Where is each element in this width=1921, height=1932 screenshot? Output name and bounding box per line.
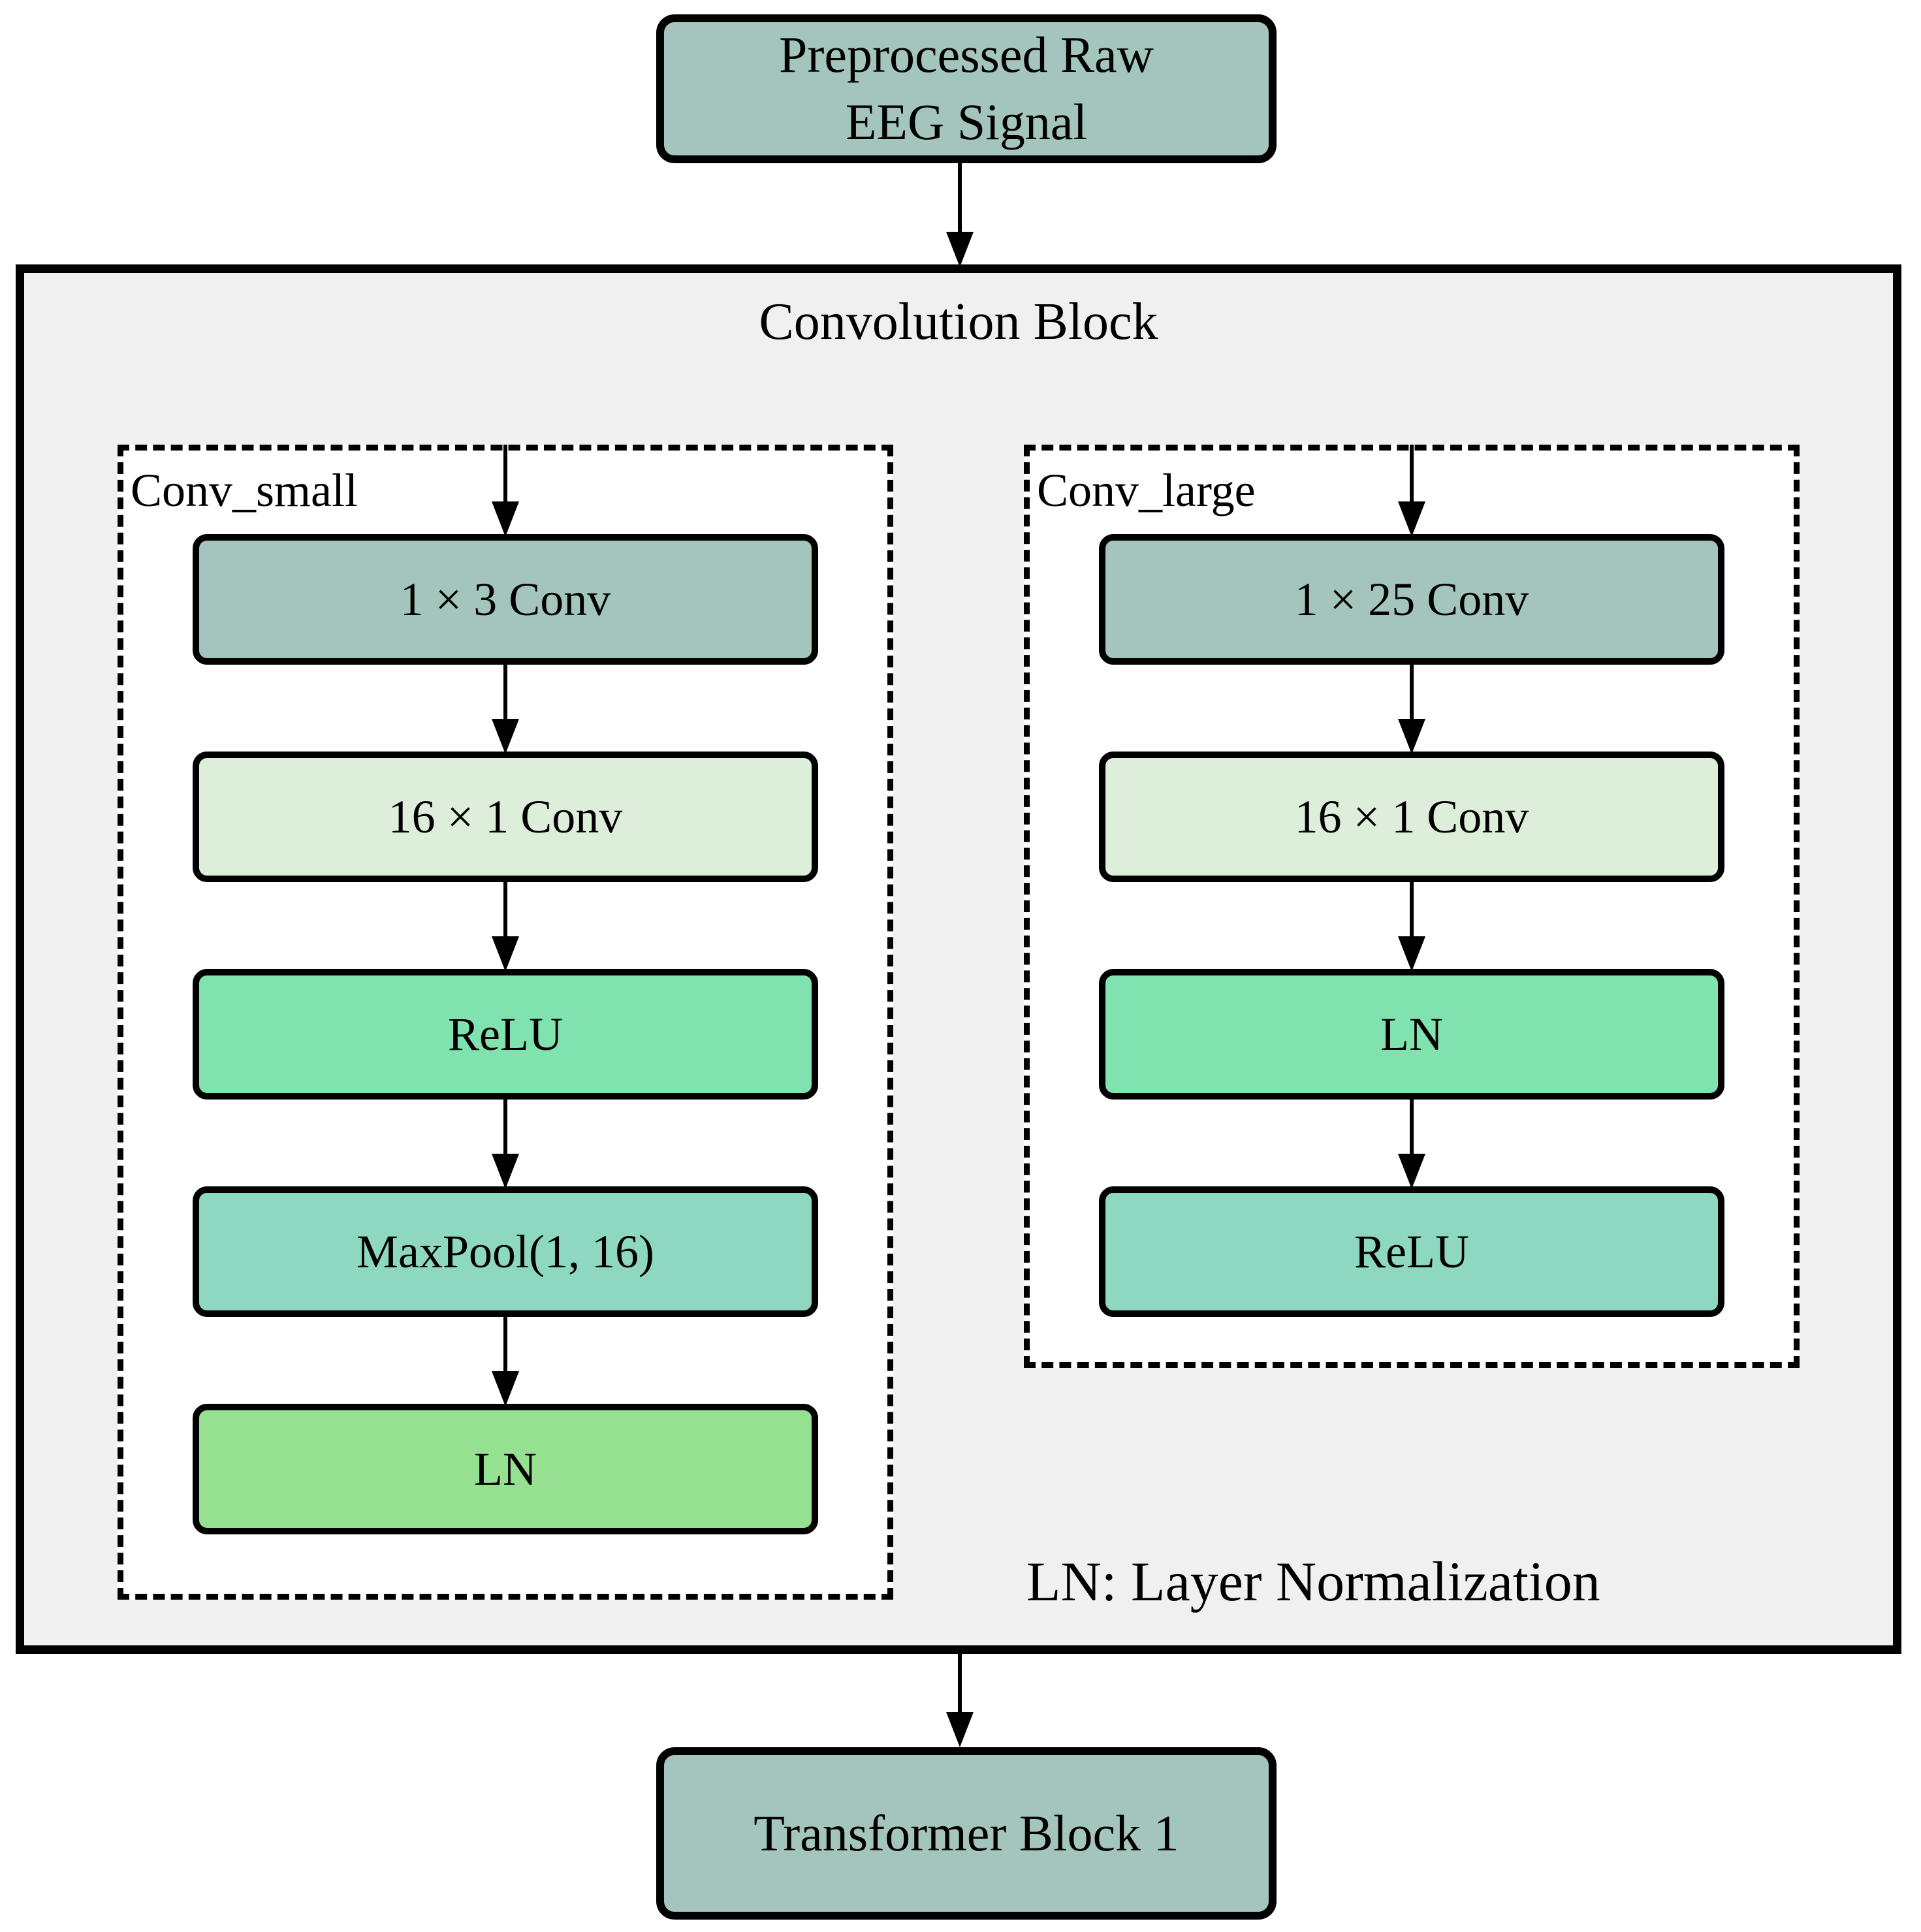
arrow-large-3-head <box>1398 1154 1425 1189</box>
layer-label: LN <box>474 1442 537 1495</box>
arrow-small-3-head <box>492 1154 519 1189</box>
input-node: Preprocessed Raw EEG Signal <box>656 14 1277 163</box>
arrow-small-4-head <box>492 1371 519 1406</box>
layer-label: ReLU <box>448 1007 563 1060</box>
layer-large-ln: LN <box>1099 969 1724 1100</box>
layer-large-conv1x25: 1 × 25 Conv <box>1099 534 1724 665</box>
layer-small-conv16x1: 16 × 1 Conv <box>193 752 818 882</box>
arrow-output-head <box>946 1712 974 1747</box>
convolution-block-title: Convolution Block <box>759 293 1158 351</box>
arrow-input-head <box>946 232 974 267</box>
arrow-large-1-head <box>1398 719 1425 754</box>
arrow-small-2-line <box>503 882 507 938</box>
arrow-large-1-line <box>1410 665 1414 720</box>
arrow-large-2-head <box>1398 936 1425 972</box>
input-node-label: Preprocessed Raw EEG Signal <box>779 26 1154 150</box>
arrow-small-2-head <box>492 936 519 972</box>
branch-conv-large-label: Conv_large <box>1037 464 1256 516</box>
arrow-input-line <box>958 163 962 233</box>
output-node: Transformer Block 1 <box>656 1747 1277 1920</box>
layer-label: 16 × 1 Conv <box>388 790 623 843</box>
layer-small-relu: ReLU <box>193 969 818 1100</box>
layer-small-conv1x3: 1 × 3 Conv <box>193 534 818 665</box>
arrow-small-4-line <box>503 1317 507 1372</box>
arrow-small-1-line <box>503 665 507 720</box>
arrow-output-line <box>958 1654 962 1713</box>
layer-large-conv16x1: 16 × 1 Conv <box>1099 752 1724 882</box>
layer-small-ln: LN <box>193 1404 818 1534</box>
arrow-large-3-line <box>1410 1100 1414 1155</box>
arrow-large-entry-line <box>1410 445 1414 503</box>
layer-large-relu: ReLU <box>1099 1186 1724 1317</box>
arrow-small-1-head <box>492 719 519 754</box>
layer-label: LN <box>1380 1007 1443 1060</box>
arrow-small-entry-head <box>492 501 519 537</box>
ln-abbreviation-note: LN: Layer Normalization <box>1026 1550 1600 1613</box>
output-node-label: Transformer Block 1 <box>754 1804 1179 1861</box>
layer-label: 1 × 3 Conv <box>400 573 611 626</box>
layer-label: ReLU <box>1354 1225 1469 1278</box>
layer-label: 1 × 25 Conv <box>1294 573 1529 626</box>
arrow-large-2-line <box>1410 882 1414 938</box>
arrow-large-entry-head <box>1398 501 1425 537</box>
layer-small-maxpool: MaxPool(1, 16) <box>193 1186 818 1317</box>
layer-label: MaxPool(1, 16) <box>357 1225 654 1278</box>
arrow-small-entry-line <box>503 445 507 503</box>
arrow-small-3-line <box>503 1100 507 1155</box>
layer-label: 16 × 1 Conv <box>1294 790 1529 843</box>
branch-conv-small-label: Conv_small <box>131 464 358 516</box>
